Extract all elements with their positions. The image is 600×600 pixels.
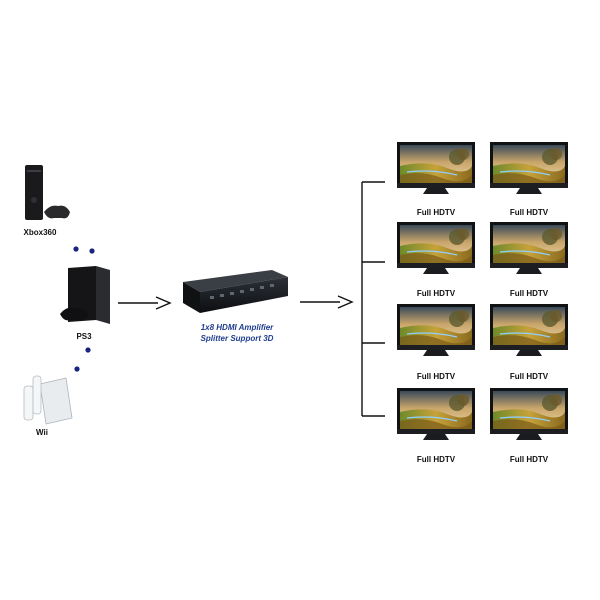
ps3-label: PS3 <box>76 332 92 341</box>
hdtv-label: Full HDTV <box>416 455 456 464</box>
hdtv-label: Full HDTV <box>416 208 456 217</box>
input-arrow <box>118 296 172 310</box>
xbox360-label: Xbox360 <box>23 228 57 237</box>
splitter-label-line1: 1x8 HDMI Amplifier <box>200 323 274 332</box>
wii-label: Wii <box>36 428 48 437</box>
splitter-label: 1x8 HDMI Amplifier Splitter Support 3D <box>178 322 296 344</box>
hdtv-icon <box>489 141 569 195</box>
hdtv-label: Full HDTV <box>509 372 549 381</box>
hdtv-label: Full HDTV <box>509 289 549 298</box>
hdmi-splitter-icon <box>183 270 288 313</box>
hdtv-label: Full HDTV <box>416 289 456 298</box>
xbox360-icon <box>25 165 70 220</box>
wii-icon <box>23 375 73 425</box>
hdtv-label: Full HDTV <box>509 208 549 217</box>
dots-ps3-to-wii <box>74 347 91 372</box>
hdtv-label: Full HDTV <box>509 455 549 464</box>
hdtv-icon <box>396 303 476 357</box>
hdtv-icon <box>396 141 476 195</box>
hdtv-label: Full HDTV <box>416 372 456 381</box>
dots-xbox-to-ps3 <box>73 246 95 254</box>
hdtv-icon <box>489 221 569 275</box>
ps3-icon <box>60 266 110 324</box>
hdtv-icon <box>396 387 476 441</box>
hdtv-icon <box>396 221 476 275</box>
hdtv-icon <box>489 303 569 357</box>
output-bracket <box>361 181 385 417</box>
splitter-label-line2: Splitter Support 3D <box>200 334 274 343</box>
hdtv-icon <box>489 387 569 441</box>
output-arrow <box>300 295 354 309</box>
